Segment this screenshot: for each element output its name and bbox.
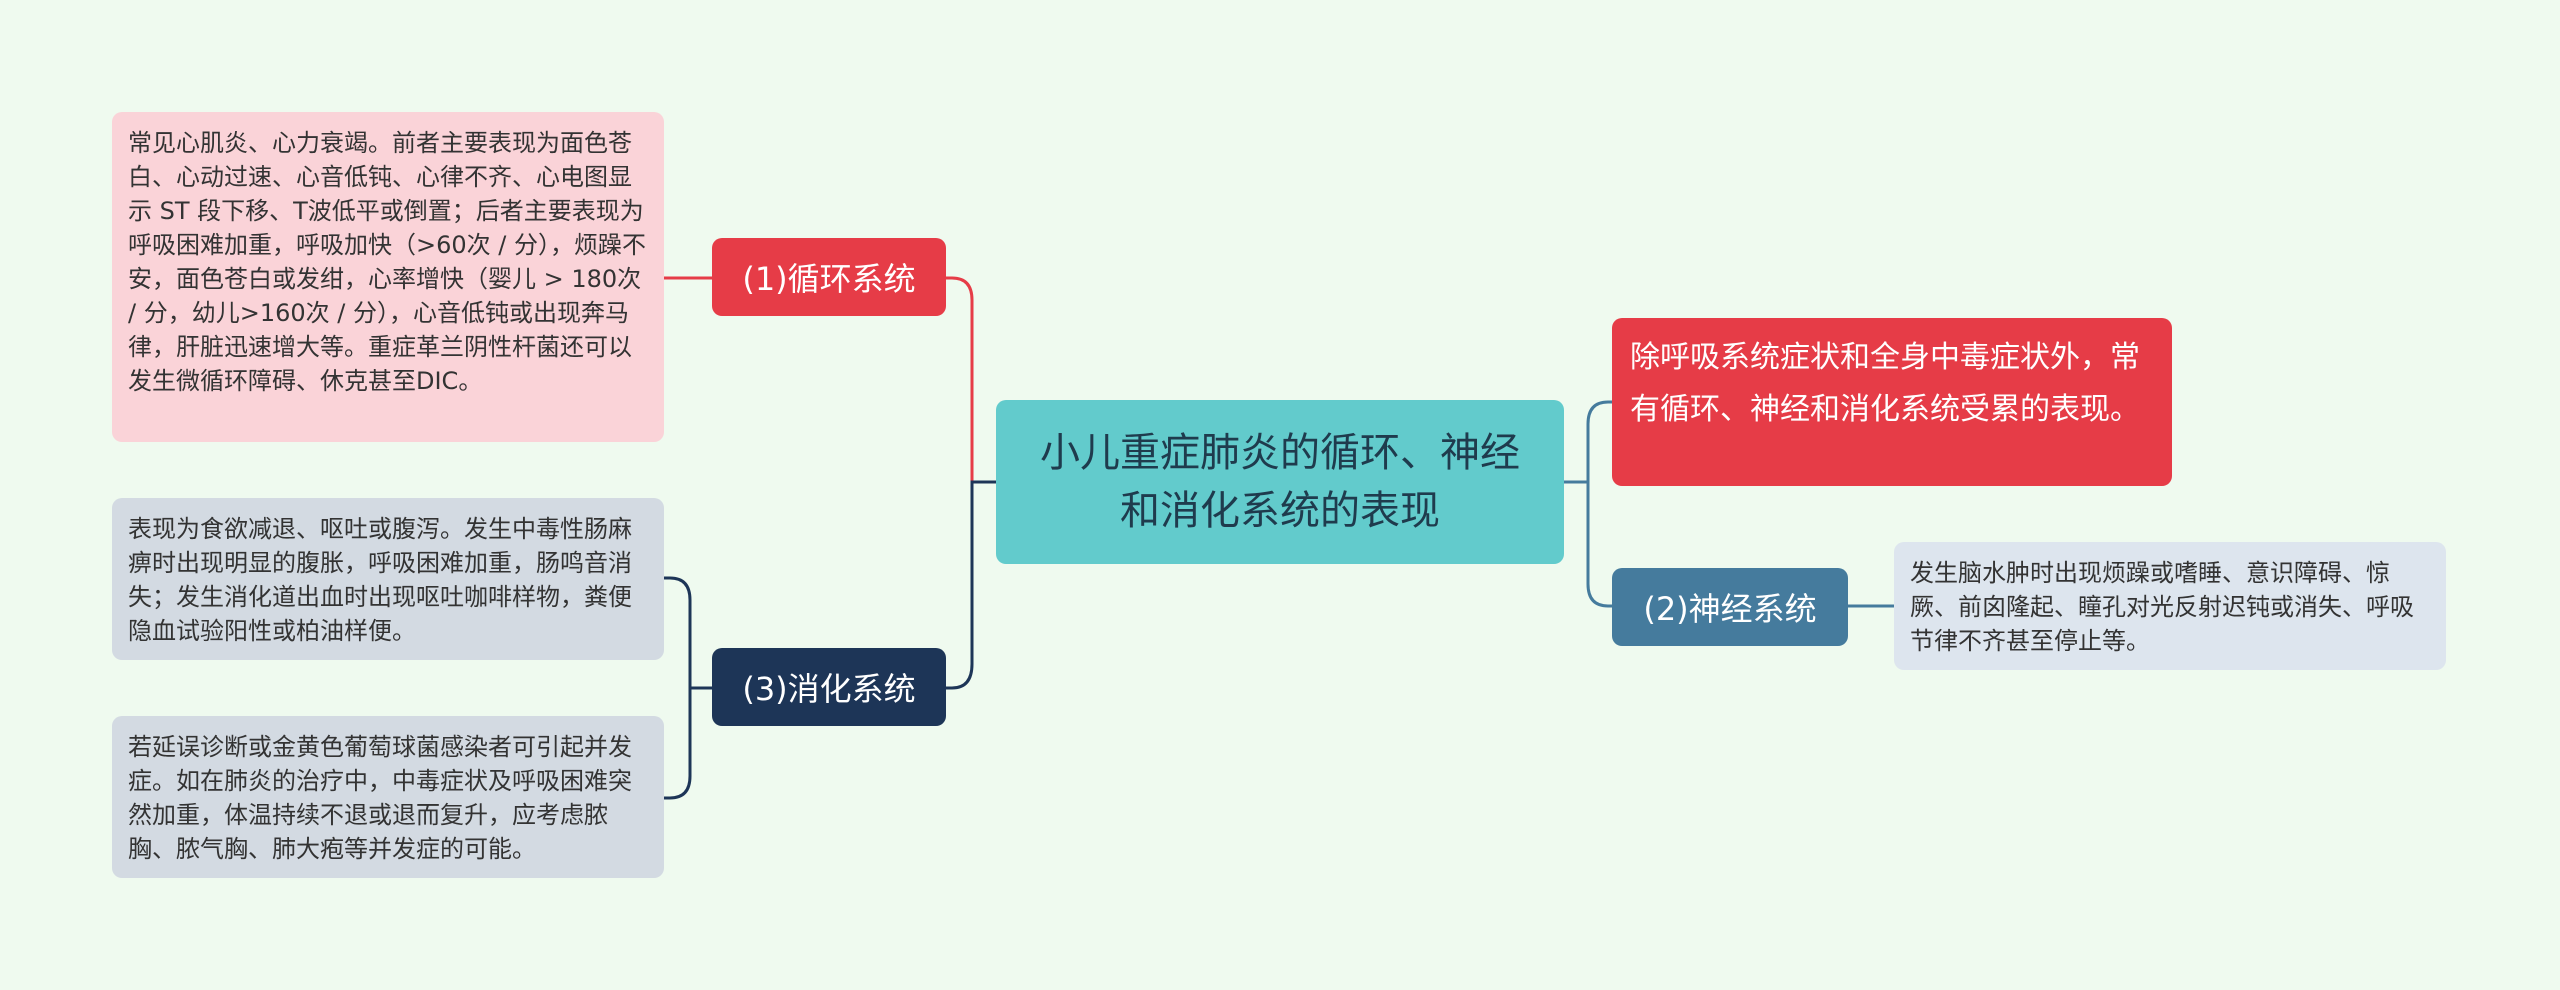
leaf-digestive-detail-2[interactable]: 若延误诊断或金黄色葡萄球菌感染者可引起并发症。如在肺炎的治疗中，中毒症状及呼吸困… — [112, 716, 664, 878]
root-topic[interactable]: 小儿重症肺炎的循环、神经和消化系统的表现 — [996, 400, 1564, 564]
leaf-nervous-text: 发生脑水肿时出现烦躁或嗜睡、意识障碍、惊厥、前囟隆起、瞳孔对光反射迟钝或消失、呼… — [1910, 559, 2414, 655]
connector-root-right — [1564, 400, 1612, 608]
summary-text: 除呼吸系统症状和全身中毒症状外，常有循环、神经和消化系统受累的表现。 — [1630, 340, 2140, 427]
leaf-digestive-text-2: 若延误诊断或金黄色葡萄球菌感染者可引起并发症。如在肺炎的治疗中，中毒症状及呼吸困… — [128, 733, 632, 863]
connector-root-digestive — [946, 480, 996, 690]
leaf-nervous-detail[interactable]: 发生脑水肿时出现烦躁或嗜睡、意识障碍、惊厥、前囟隆起、瞳孔对光反射迟钝或消失、呼… — [1894, 542, 2446, 670]
branch-digestive-label: (3)消化系统 — [742, 670, 916, 708]
leaf-digestive-text-1: 表现为食欲减退、呕吐或腹泻。发生中毒性肠麻痹时出现明显的腹胀，呼吸困难加重，肠鸣… — [128, 515, 632, 645]
leaf-circulation-detail[interactable]: 常见心肌炎、心力衰竭。前者主要表现为面色苍白、心动过速、心音低钝、心律不齐、心电… — [112, 112, 664, 442]
leaf-circulation-text: 常见心肌炎、心力衰竭。前者主要表现为面色苍白、心动过速、心音低钝、心律不齐、心电… — [128, 129, 646, 395]
connector-digestive-leaves — [664, 576, 712, 800]
branch-nervous-label: (2)神经系统 — [1643, 590, 1817, 628]
leaf-digestive-detail-1[interactable]: 表现为食欲减退、呕吐或腹泻。发生中毒性肠麻痹时出现明显的腹胀，呼吸困难加重，肠鸣… — [112, 498, 664, 660]
connector-root-circulation — [946, 276, 996, 484]
branch-circulation-label: (1)循环系统 — [742, 260, 916, 298]
root-title: 小儿重症肺炎的循环、神经和消化系统的表现 — [1040, 430, 1520, 534]
summary-node[interactable]: 除呼吸系统症状和全身中毒症状外，常有循环、神经和消化系统受累的表现。 — [1612, 318, 2172, 486]
branch-nervous[interactable]: (2)神经系统 — [1612, 568, 1848, 646]
branch-circulation[interactable]: (1)循环系统 — [712, 238, 946, 316]
branch-digestive[interactable]: (3)消化系统 — [712, 648, 946, 726]
